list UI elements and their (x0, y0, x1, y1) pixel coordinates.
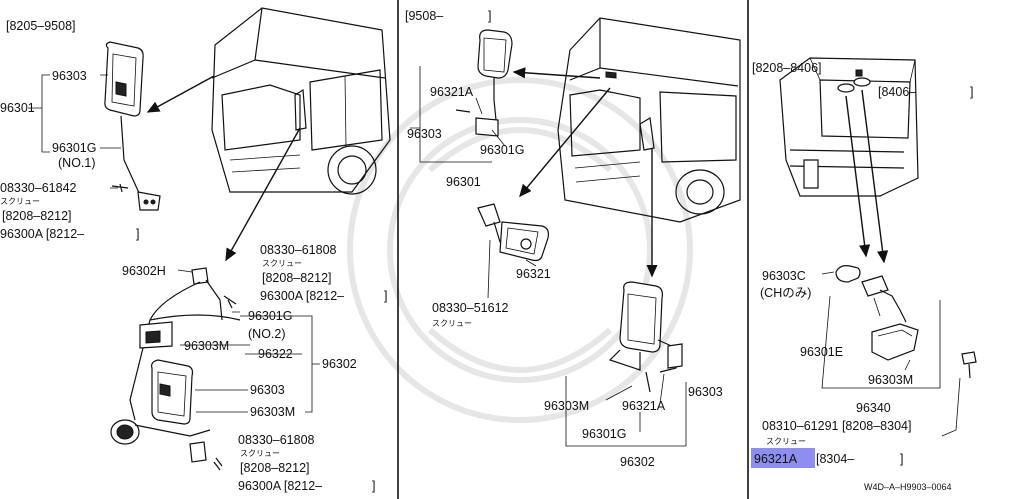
screw-part-a: 08330–61842 (0, 181, 77, 195)
screw-part-p2: 08330–51612 (432, 301, 509, 315)
part-96302: 96302 (322, 357, 357, 371)
highlighted-part-number[interactable]: 96321A (754, 452, 798, 466)
part-96303M-a: 96303M (184, 339, 229, 353)
screw-kana-c: スクリュー (240, 449, 280, 458)
highlight-box (751, 448, 815, 468)
part-96303: 96303 (52, 69, 87, 83)
range-b-p3: [8406– (878, 85, 916, 99)
screw-part-p3: 08310–61291 [8208–8304] (762, 419, 911, 433)
mirror-assembly-1 (104, 41, 161, 211)
mirror-assembly-5 (608, 281, 683, 393)
part-96303-b-p2: 96303 (688, 385, 723, 399)
label-no2: (NO.2) (248, 327, 286, 341)
screw-part-b: 08330–61808 (260, 243, 337, 257)
leader-lines-1 (28, 74, 320, 413)
bracket-close-b-p3: ] (970, 85, 973, 99)
part-96300A-c: 96300A [8212– (238, 479, 322, 493)
part-96303C: 96303C (762, 269, 806, 283)
range-c: [8208–8212] (240, 461, 310, 475)
arrow-3b (861, 89, 889, 264)
part-96321A: 96321A (430, 85, 474, 99)
panel-1: [8205–9508] 96303 96301 96301G (NO.1) 08… (0, 7, 391, 493)
bracket-close-b: ] (384, 289, 387, 303)
screw-kana-p3: スクリュー (766, 437, 806, 446)
part-96301G-b: 96301G (248, 309, 292, 323)
label-ch-only: (CHのみ) (760, 286, 811, 300)
highlight-range: [8304– (816, 452, 854, 466)
part-96321A-b: 96321A (622, 399, 666, 413)
part-96302-p2: 96302 (620, 455, 655, 469)
part-96301: 96301 (0, 101, 35, 115)
part-96301-p2: 96301 (446, 175, 481, 189)
panel-2: [9508– ] 96321A 96303 96301G 96301 96321… (405, 9, 741, 469)
date-range-top-1: [8205–9508] (6, 19, 76, 33)
bracket-close-c: ] (372, 479, 375, 493)
arrow-1a (146, 75, 215, 113)
leader-lines-2 (410, 66, 687, 447)
part-96303-b: 96303 (250, 383, 285, 397)
arrow-1b (225, 127, 301, 262)
part-96301G-p2: 96301G (480, 143, 524, 157)
part-96300A-b: 96300A [8212– (260, 289, 344, 303)
part-96303M-b: 96303M (250, 405, 295, 419)
date-range-top-2: [9508– (405, 9, 443, 23)
watermark-emblem (347, 77, 693, 423)
part-96303M-p3: 96303M (868, 373, 913, 387)
bracket-close-a: ] (136, 227, 139, 241)
screw-kana-a: スクリュー (0, 197, 40, 206)
part-96302H: 96302H (122, 264, 166, 278)
bracket-close-2: ] (488, 9, 491, 23)
screw-kana-p2: スクリュー (432, 319, 472, 328)
leader-lines-3 (821, 271, 961, 437)
panel-3: [8208–8406] [8406– ] 96303C (CHのみ) 96301… (751, 57, 977, 492)
screw-part-c: 08330–61808 (238, 433, 315, 447)
van-rear-illustration (779, 57, 919, 197)
mirror-assembly-6 (835, 265, 977, 379)
van-illustration-1 (211, 7, 391, 195)
part-96301G: 96301G (52, 141, 96, 155)
arrow-3a (845, 95, 871, 258)
part-96322: 96322 (258, 347, 293, 361)
van-illustration-2 (557, 17, 741, 223)
part-96303-p2: 96303 (407, 127, 442, 141)
part-96303M-p2: 96303M (544, 399, 589, 413)
part-96300A-a: 96300A [8212– (0, 227, 84, 241)
part-96321: 96321 (516, 267, 551, 281)
part-96340: 96340 (856, 401, 891, 415)
bracket-close-h: ] (900, 452, 903, 466)
mirror-assembly-3 (455, 29, 513, 137)
part-96301E: 96301E (800, 345, 843, 359)
label-no1: (NO.1) (58, 156, 96, 170)
range-b: [8208–8212] (262, 271, 332, 285)
mirror-assembly-4 (477, 203, 549, 262)
arrow-2a (512, 67, 601, 79)
range-a: [8208–8212] (2, 209, 72, 223)
mirror-assembly-2 (110, 267, 241, 471)
part-96301G-b-p2: 96301G (582, 427, 626, 441)
range-a-p3: [8208–8406] (752, 61, 822, 75)
screw-kana-b: スクリュー (262, 259, 302, 268)
arrow-2b (519, 87, 611, 198)
footer-code: W4D–A–H9903–0064 (864, 482, 952, 492)
